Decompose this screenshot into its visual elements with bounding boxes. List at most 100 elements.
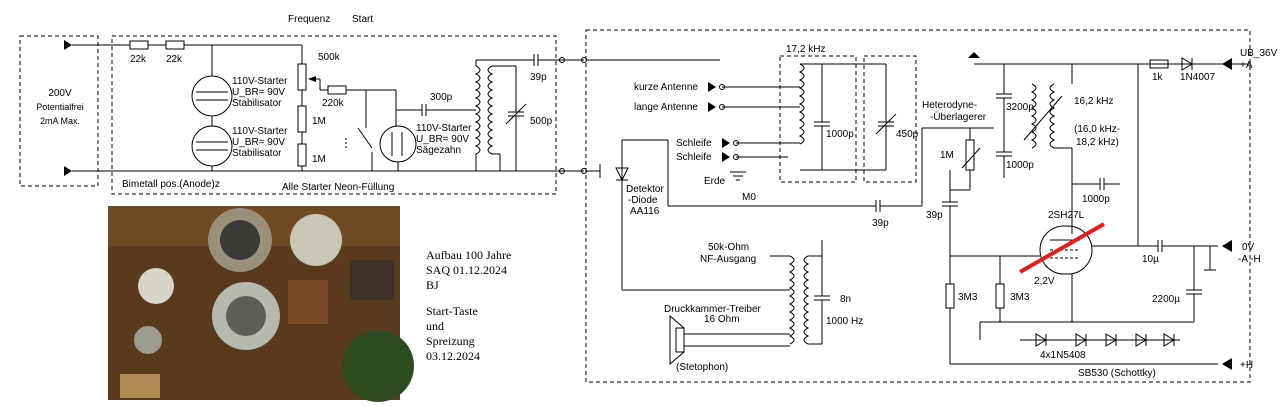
- plus-h-label: +H: [1240, 360, 1253, 371]
- m0-label: M0: [742, 192, 756, 203]
- tank-coil: [474, 65, 481, 155]
- neon-tube-saw: [379, 125, 417, 163]
- driver-line1: Druckkammer-Treiber: [664, 304, 762, 315]
- saw-line3: Sägezahn: [416, 145, 461, 156]
- kurze-antenne-label: kurze Antenne: [634, 82, 698, 93]
- detektor-line1: Detektor: [626, 184, 664, 195]
- diode-1n5408-3: [1105, 333, 1117, 347]
- r1m-het-label: 1M: [940, 150, 954, 161]
- resistor-1m-het: [965, 139, 975, 171]
- stab2-line1: 110V-Starter: [232, 126, 288, 137]
- c39p-c-label: 39p: [926, 210, 943, 221]
- tube-label: 2SH27L: [1048, 210, 1085, 221]
- strike-through: [1019, 222, 1105, 274]
- caption-line4: Start-Taste: [426, 304, 478, 318]
- c39p-b-label: 39p: [872, 218, 889, 229]
- schottky-label: SB530 (Schottky): [1078, 368, 1156, 379]
- resistor-220k: [327, 85, 347, 95]
- r1m-a-label: 1M: [312, 116, 326, 127]
- terminal-plus-h: [1222, 358, 1232, 370]
- osc-coil: [1030, 83, 1037, 149]
- caption-line5: und: [426, 319, 444, 333]
- diodes-label: 4x1N5408: [1040, 350, 1086, 361]
- speaker: [675, 327, 685, 353]
- heterodyne-title-1: Heterodyne-: [922, 100, 977, 111]
- stab1-line3: Stabilisator: [232, 98, 282, 109]
- r220k-label: 220k: [322, 98, 345, 109]
- supply-label-1: 200V: [48, 88, 72, 99]
- resistor-3m3-a: [945, 283, 955, 309]
- caption-line7: 03.12.2024: [426, 349, 480, 363]
- terminal-arrow: [64, 166, 72, 176]
- stab2-line2: U_BR= 90V: [232, 137, 285, 148]
- resistor-1m-a: [297, 105, 307, 133]
- neon-tube-stab2: [191, 125, 233, 167]
- c39p-label: 39p: [530, 72, 547, 83]
- r1k-label: 1k: [1152, 72, 1164, 83]
- diode-sb530: [1163, 333, 1175, 347]
- antenna-terminal: [708, 82, 716, 92]
- erde-label: Erde: [704, 176, 726, 187]
- output-transformer: [788, 255, 795, 345]
- ub-label: UB_36V: [1240, 48, 1278, 59]
- heterodyne-title-2: -Überlagerer: [930, 111, 987, 123]
- c450p-label: 450p: [896, 129, 919, 140]
- detector-diode: [615, 167, 629, 182]
- tuned-box-1: [779, 55, 857, 183]
- caption-line3: BJ: [426, 278, 439, 292]
- f1000-label: 1000 Hz: [826, 316, 863, 327]
- minus-ah-label: -A -H: [1238, 254, 1261, 265]
- c2200u-label: 2200µ: [1152, 294, 1180, 305]
- lange-antenne-label: lange Antenne: [634, 102, 698, 113]
- supply-label-2: Potentialfrei: [36, 102, 84, 112]
- nf-line2: NF-Ausgang: [700, 254, 756, 265]
- freq-range-2: 18,2 kHz): [1076, 137, 1119, 148]
- c300p-label: 300p: [430, 92, 453, 103]
- neon-label: Alle Starter Neon-Füllung: [282, 182, 394, 193]
- neon-tube-stab1: [191, 75, 233, 117]
- saw-line2: U_BR= 90V: [416, 134, 469, 145]
- terminal-0v: [1222, 240, 1232, 252]
- resistor-22k-2: [165, 40, 185, 50]
- saw-line1: 110V-Starter: [416, 123, 472, 134]
- resistor-22k-1: [129, 40, 149, 50]
- c10u-label: 10µ: [1142, 254, 1159, 265]
- terminal-ub: [1222, 58, 1232, 70]
- bimetall-label: Bimetall pos.(Anode)z: [122, 179, 220, 190]
- caption-line1: Aufbau 100 Jahre: [426, 248, 511, 262]
- nf-line1: 50k-Ohm: [708, 242, 749, 253]
- tube-2sh27l: [1039, 225, 1093, 275]
- c1000p-b-label: 1000p: [1006, 160, 1034, 171]
- resistor-1m-b: [297, 143, 307, 167]
- stetophon-label: (Stetophon): [676, 362, 728, 373]
- freq-17-2-label: 17,2 kHz: [786, 44, 825, 55]
- schleife2-label: Schleife: [676, 152, 712, 163]
- resistor-1k: [1149, 59, 1169, 69]
- start-switch: [357, 127, 373, 149]
- diode-1n5408-4: [1135, 333, 1147, 347]
- v22-label: 2,2V: [1034, 276, 1055, 287]
- c8n-label: 8n: [840, 294, 851, 305]
- r1m-b-label: 1M: [312, 154, 326, 165]
- zero-v-label: 0V: [1242, 242, 1255, 253]
- caption-line2: SAQ 01.12.2024: [426, 263, 507, 277]
- c3200p-label: 3200p: [1006, 102, 1034, 113]
- resistor-3m3-b: [995, 283, 1005, 309]
- freq-16-2-label: 16,2 kHz: [1074, 96, 1113, 107]
- plus-a-label: +A: [1240, 60, 1253, 71]
- diode-1n5408-2: [1075, 333, 1087, 347]
- diode-1n5408-1: [1035, 333, 1047, 347]
- c1000p-label: 1000p: [826, 129, 854, 140]
- detektor-line3: AA116: [630, 206, 660, 217]
- stab1-line2: U_BR= 90V: [232, 87, 285, 98]
- detektor-line2: -Diode: [628, 195, 658, 206]
- r2-label: 22k: [166, 54, 183, 65]
- supply-label-3: 2mA Max.: [40, 116, 80, 126]
- r3m3-a-label: 3M3: [958, 292, 978, 303]
- stab2-line3: Stabilisator: [232, 148, 282, 159]
- supply-box: [19, 35, 99, 187]
- pot-500k: [297, 63, 307, 91]
- d1n4007-label: 1N4007: [1180, 72, 1215, 83]
- frequenz-label: Frequenz: [288, 14, 330, 25]
